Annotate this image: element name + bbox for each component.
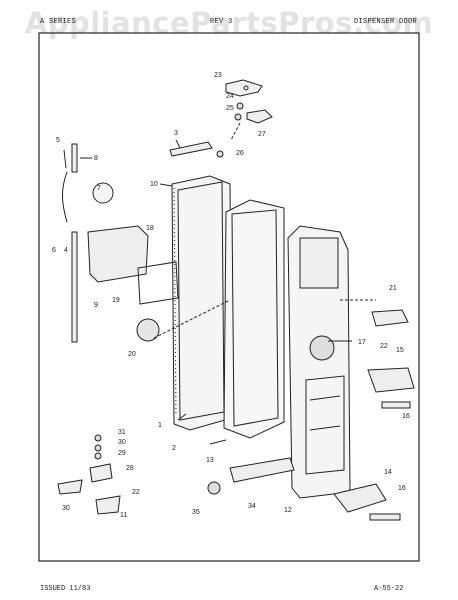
part-number-label: 7 [97, 185, 101, 192]
hinge-pin-part [169, 141, 213, 157]
part-number-label: 10 [150, 181, 158, 188]
part-number-label: 16 [402, 413, 410, 420]
diagram-frame [38, 32, 420, 562]
issued-date: ISSUED 11/83 [40, 585, 91, 593]
part-number-label: 4 [64, 247, 68, 254]
part-number-label: 26 [236, 150, 244, 157]
door-liner-gasket [223, 199, 285, 439]
trim-strip [71, 231, 78, 343]
part-number-label: 21 [389, 285, 397, 292]
header-series: A SERIES [40, 18, 77, 26]
strip-part [71, 143, 78, 173]
part-number-label: 30 [118, 439, 126, 446]
header-title: DISPENSER DOOR [354, 18, 418, 26]
part-number-label: 22 [132, 489, 140, 496]
part-number-label: 5 [56, 137, 60, 144]
part-number-label: 35 [192, 509, 200, 516]
part-number-label: 12 [284, 507, 292, 514]
part-number-label: 30 [62, 505, 70, 512]
chute-door [87, 225, 149, 283]
header-revision: REV 3 [210, 18, 233, 26]
bottom-hinge-part [89, 463, 113, 483]
part-number-label: 23 [214, 72, 222, 79]
part-number-label: 6 [52, 247, 56, 254]
part-number-label: 15 [396, 347, 404, 354]
bottom-trim-part [229, 457, 295, 483]
chute-frame [137, 261, 179, 305]
handle-part [333, 483, 387, 513]
part-number-label: 22 [380, 343, 388, 350]
bracket-part [371, 309, 409, 327]
part-number-label: 2 [172, 445, 176, 452]
part-number-label: 13 [206, 457, 214, 464]
part-number-label: 24 [226, 93, 234, 100]
detail-circle [92, 182, 114, 204]
part-number-label: 11 [120, 512, 127, 519]
part-number-label: 18 [146, 225, 154, 232]
part-number-label: 17 [358, 339, 366, 346]
part-number-label: 31 [118, 429, 126, 436]
upper-hinge-assembly [225, 79, 273, 141]
part-number-label: 1 [158, 422, 162, 429]
part-number-label: 14 [384, 469, 392, 476]
part-number-label: 9 [94, 302, 98, 309]
part-number-label: 3 [174, 130, 178, 137]
dispenser-housing [287, 225, 351, 499]
part-number-label: 8 [94, 155, 98, 162]
part-number-label: 19 [112, 297, 120, 304]
drawing-code: A-55-22 [374, 585, 404, 593]
part-number-label: 28 [126, 465, 134, 472]
motor-part [136, 318, 160, 342]
part-number-label: 20 [128, 351, 136, 358]
part-number-label: 16 [398, 485, 406, 492]
part-number-label: 34 [248, 503, 256, 510]
part-number-label: 29 [118, 450, 126, 457]
part-number-label: 25 [226, 105, 234, 112]
shelf-part [367, 367, 415, 393]
part-number-label: 27 [258, 131, 266, 138]
